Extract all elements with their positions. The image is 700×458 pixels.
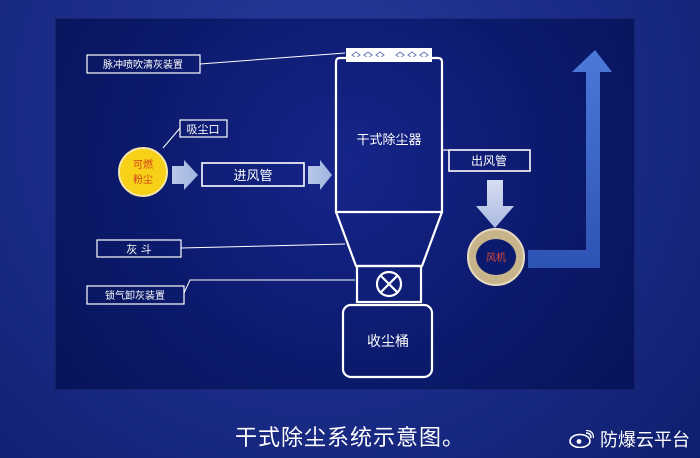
dust-to-inlet-arrow <box>172 160 198 190</box>
outlet-down-arrow <box>476 180 514 228</box>
hopper-label: 灰 斗 <box>126 242 152 256</box>
pulse-jet-device <box>346 48 432 62</box>
combustible-dust-label-2: 粉尘 <box>133 173 153 186</box>
hopper-label-box <box>96 239 182 258</box>
airlock-leader <box>183 279 355 294</box>
inlet-pipe-label: 进风管 <box>233 169 272 184</box>
weibo-logo-icon <box>569 430 594 448</box>
suction-port-leader <box>162 127 181 149</box>
airlock-label-box <box>86 285 185 305</box>
suction-port-label: 吸尘口 <box>187 123 220 136</box>
diagram-panel <box>55 18 635 390</box>
dust-bin-label: 收尘桶 <box>367 334 409 350</box>
outlet-pipe-box <box>448 149 531 172</box>
fan-center <box>476 239 516 275</box>
dust-bin-box <box>341 303 434 379</box>
inlet-pipe-box <box>201 162 305 187</box>
watermark-text: 防爆云平台 <box>600 430 690 451</box>
fan-label: 风机 <box>486 251 506 264</box>
airlock-valve-icon <box>375 270 403 298</box>
hopper-leader <box>180 243 346 249</box>
dust-collector-body <box>334 56 444 214</box>
hopper-cone <box>334 211 444 268</box>
combustible-dust-label-1: 可燃 <box>133 158 153 171</box>
outlet-pipe-label: 出风管 <box>471 153 507 168</box>
pulse-jet-leader <box>199 52 346 65</box>
combustible-dust-circle <box>118 147 168 197</box>
inlet-to-collector-arrow <box>308 160 332 190</box>
airlock-label: 锁气卸灰装置 <box>105 289 165 302</box>
exhaust-arrow <box>528 50 612 268</box>
diagram-caption: 干式除尘系统示意图。 <box>234 426 465 451</box>
pulse-jet-label: 脉冲喷吹清灰装置 <box>103 58 183 71</box>
airlock-valve-box <box>355 264 423 304</box>
dust-collector-label: 干式除尘器 <box>356 133 421 148</box>
watermark: 防爆云平台 <box>568 426 690 452</box>
